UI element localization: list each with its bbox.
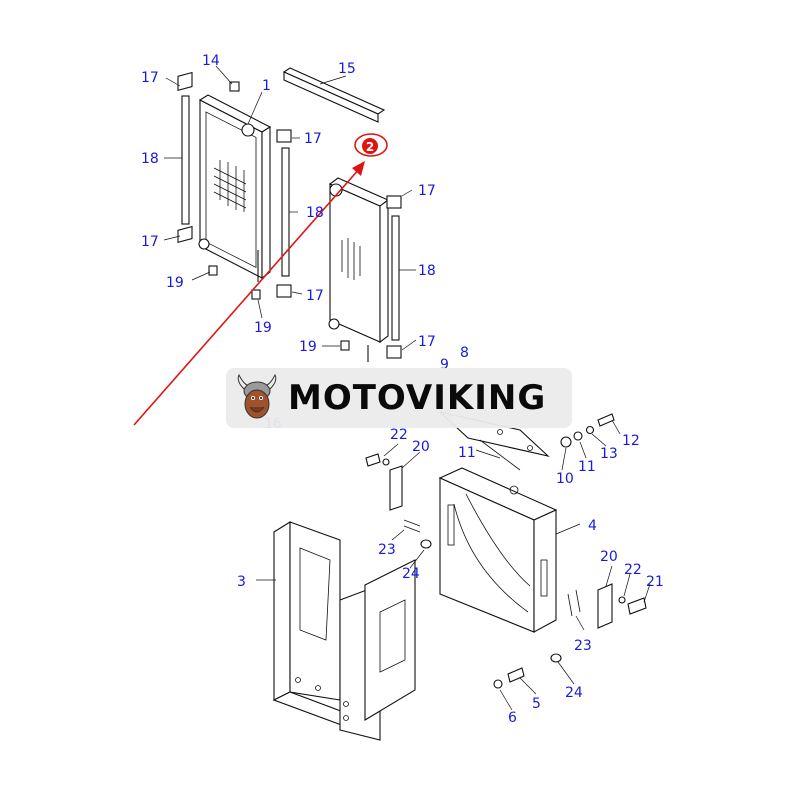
callout-18: 18 (418, 263, 436, 279)
callout-20: 20 (412, 439, 430, 455)
highlight-marker-label: 2 (366, 140, 374, 154)
seal-bar-right (386, 195, 402, 359)
callout-21: 21 (646, 574, 664, 590)
callout-15: 15 (338, 61, 356, 77)
radiator-part-1 (198, 94, 272, 282)
callout-17: 17 (141, 234, 159, 250)
highlight-marker-2: 2 (354, 133, 388, 157)
callout-1: 1 (262, 78, 271, 94)
callout-3: 3 (237, 574, 246, 590)
callout-22: 22 (624, 562, 642, 578)
hardware-parts (365, 413, 647, 689)
callout-5: 5 (532, 696, 541, 712)
callout-17: 17 (141, 70, 159, 86)
radiator-core-grid (213, 160, 247, 212)
callout-23: 23 (574, 638, 592, 654)
callout-13: 13 (600, 446, 618, 462)
callout-14: 14 (202, 53, 220, 69)
callout-17: 17 (418, 334, 436, 350)
callout-6: 6 (508, 710, 517, 726)
watermark-text: MOTOVIKING (288, 378, 547, 418)
cooler-core-pattern (341, 238, 361, 280)
callout-17: 17 (418, 183, 436, 199)
callout-20: 20 (600, 549, 618, 565)
bolt-part-19 (208, 265, 350, 351)
shroud-part-4 (438, 467, 558, 633)
frame-part-3 (272, 521, 416, 741)
plate-part-20-left (389, 465, 403, 511)
callout-11: 11 (578, 459, 596, 475)
seal-bar-left (177, 71, 193, 244)
callout-24: 24 (402, 566, 420, 582)
seal-bar-middle (276, 129, 292, 298)
callout-24: 24 (565, 685, 583, 701)
callout-19: 19 (299, 339, 317, 355)
callout-9: 9 (440, 357, 449, 373)
callout-8: 8 (460, 345, 469, 361)
viking-mascot-icon (237, 373, 277, 419)
highlight-arrow (133, 161, 365, 426)
callout-22: 22 (390, 427, 408, 443)
callout-18: 18 (306, 205, 324, 221)
plate-part-20-right (597, 583, 613, 629)
motoviking-watermark: MOTOVIKING (226, 368, 572, 428)
callout-19: 19 (254, 320, 272, 336)
callout-12: 12 (622, 433, 640, 449)
callout-23: 23 (378, 542, 396, 558)
bracket-part-15 (282, 67, 386, 123)
callout-18: 18 (141, 151, 159, 167)
cap-part-14 (229, 81, 240, 92)
cooler-part-2 (328, 177, 390, 362)
callout-labels: 17 14 1 15 18 17 18 17 19 19 17 17 18 17… (141, 53, 664, 726)
leader-lines (163, 65, 651, 711)
callout-19: 19 (166, 275, 184, 291)
callout-17: 17 (306, 288, 324, 304)
callout-4: 4 (588, 518, 597, 534)
callout-17: 17 (304, 131, 322, 147)
callout-11: 11 (458, 445, 476, 461)
callout-10: 10 (556, 471, 574, 487)
